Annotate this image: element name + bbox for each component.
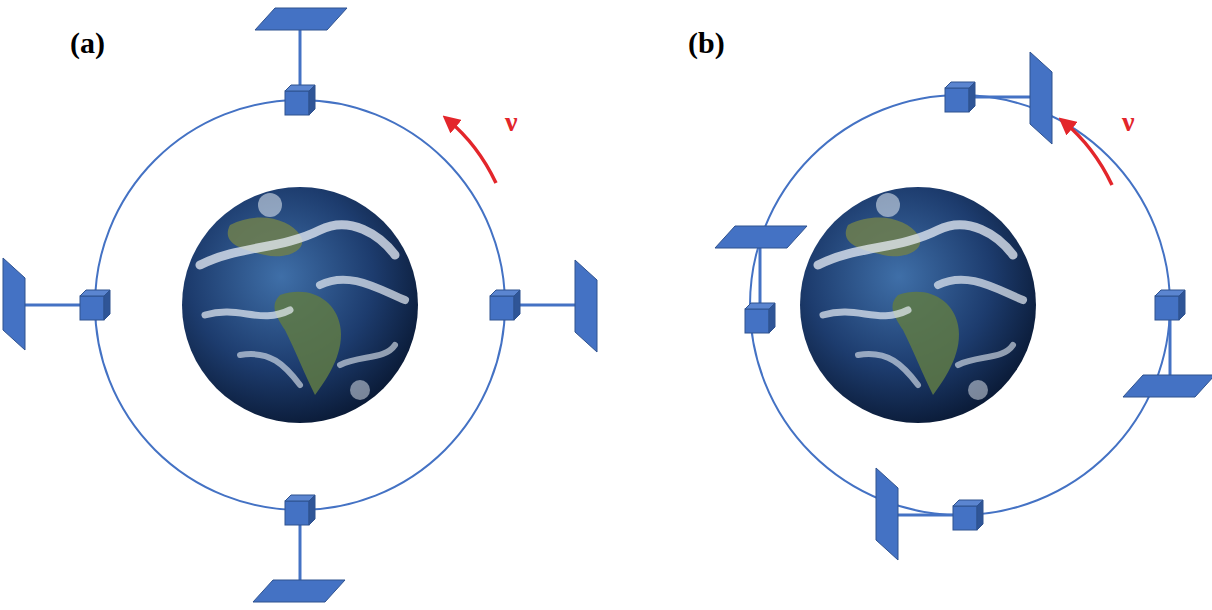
panel-b-drawing <box>715 52 1212 560</box>
velocity-label: ν <box>1122 108 1135 136</box>
panel-a-drawing <box>3 8 597 602</box>
panel-label: (a) <box>70 28 105 58</box>
velocity-label: ν <box>505 108 518 136</box>
panel-label: (b) <box>688 28 725 58</box>
